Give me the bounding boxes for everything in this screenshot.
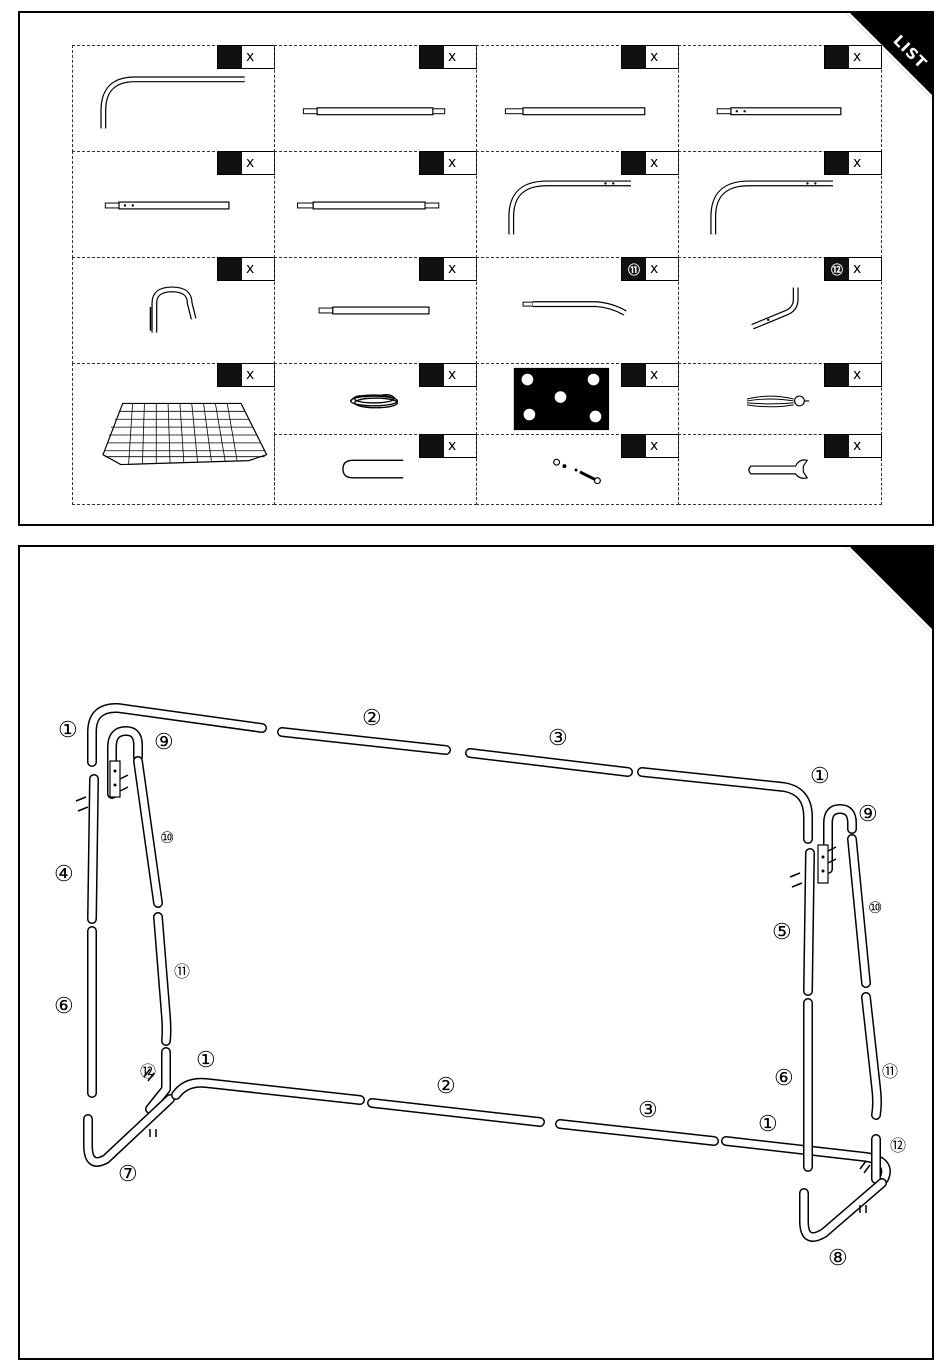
- label-part-11: ⑪: [882, 1062, 898, 1081]
- part-cell: x: [274, 45, 477, 152]
- tube-bottom-3: [560, 1124, 714, 1141]
- target-sheet-icon: [477, 364, 678, 434]
- u-bracket-icon: [73, 258, 274, 363]
- part-cell: x: [476, 363, 679, 435]
- label-part-7: ⑦: [118, 1162, 138, 1187]
- right-bracket: [818, 845, 828, 883]
- label-part-3: ③: [638, 1098, 658, 1123]
- label-part-10: ⑩: [868, 898, 882, 917]
- tube-bottom-1: [176, 1083, 360, 1100]
- label-part-11: ⑪: [174, 962, 190, 981]
- label-part-12: ⑫: [890, 1136, 906, 1155]
- holed-tube-icon: [73, 152, 274, 257]
- tube-bottom-2: [372, 1103, 540, 1122]
- part-cell: ⑪x: [476, 257, 679, 364]
- straight-tube-icon: [275, 46, 476, 151]
- part-cell: x: [476, 45, 679, 152]
- tube-left-11: [158, 917, 167, 1041]
- part-cell: x: [678, 434, 882, 505]
- label-part-6: ⑥: [54, 994, 74, 1019]
- part-cell: x: [678, 363, 882, 435]
- label-part-1: ①: [196, 1048, 216, 1073]
- part-cell: x: [72, 151, 275, 258]
- label-part-6: ⑥: [774, 1066, 794, 1091]
- part-cell: x: [274, 257, 477, 364]
- label-part-4: ④: [54, 862, 74, 887]
- label-part-12: ⑫: [140, 1062, 156, 1081]
- ties-icon: [679, 364, 881, 434]
- tube-top-2: [282, 732, 446, 750]
- part-cell: x: [274, 434, 477, 505]
- label-part-1: ①: [758, 1112, 778, 1137]
- tube-left-4: [92, 779, 94, 919]
- bent-tube-icon: [477, 258, 678, 363]
- label-part-9: ⑨: [858, 802, 878, 827]
- tube-right-10: [852, 839, 866, 983]
- part-cell: x: [678, 151, 882, 258]
- straight-tube-icon: [477, 46, 678, 151]
- curved-holed-tube-icon: [477, 152, 678, 257]
- tube-right-8: [804, 1183, 882, 1237]
- tube-right-11: [866, 997, 877, 1115]
- part-cell: x: [274, 151, 477, 258]
- peg-icon: [275, 435, 476, 504]
- bolt-set-icon: [477, 435, 678, 504]
- straight-tube-icon: [275, 152, 476, 257]
- part-cell: x: [72, 257, 275, 364]
- tube-left-7: [88, 1099, 170, 1162]
- assembly-diagram: ① ② ③ ① ⑨ ⑩ ④ ⑪ ⑥ ⑫ ① ⑦ ② ③ ① ⑨ ⑤ ⑩ ⑥ ⑪ …: [20, 547, 934, 1360]
- label-part-2: ②: [436, 1074, 456, 1099]
- tube-right-5: [808, 853, 810, 991]
- part-cell: x: [476, 434, 679, 505]
- part-cell: x: [72, 363, 275, 505]
- label-part-1: ①: [810, 764, 830, 789]
- tube-left-10: [138, 761, 158, 903]
- parts-list-panel: LIST x x x x: [18, 11, 934, 526]
- net-icon: [73, 364, 274, 504]
- tube-top-right-1: [642, 772, 808, 839]
- label-part-3: ③: [548, 726, 568, 751]
- wrench-icon: [679, 435, 881, 504]
- assembly-panel: ① ② ③ ① ⑨ ⑩ ④ ⑪ ⑥ ⑫ ① ⑦ ② ③ ① ⑨ ⑤ ⑩ ⑥ ⑪ …: [18, 545, 934, 1360]
- label-part-10: ⑩: [160, 828, 174, 847]
- elbow-tube-icon: [679, 258, 881, 363]
- label-part-8: ⑧: [828, 1246, 848, 1271]
- part-cell: x: [476, 151, 679, 258]
- label-part-2: ②: [362, 706, 382, 731]
- part-cell: x: [72, 45, 275, 152]
- label-part-5: ⑤: [772, 920, 792, 945]
- cord-icon: [275, 364, 476, 434]
- tube-top-3: [470, 753, 628, 772]
- part-cell: x: [678, 45, 882, 152]
- label-part-1: ①: [58, 718, 78, 743]
- parts-grid: x x x x: [72, 45, 882, 505]
- part-cell: x: [274, 363, 477, 435]
- curved-end-tube-icon: [73, 46, 274, 151]
- label-part-9: ⑨: [154, 730, 174, 755]
- holed-tube-icon: [679, 46, 881, 151]
- curved-holed-tube-icon: [679, 152, 881, 257]
- left-bracket: [110, 761, 120, 797]
- straight-tube-icon: [275, 258, 476, 363]
